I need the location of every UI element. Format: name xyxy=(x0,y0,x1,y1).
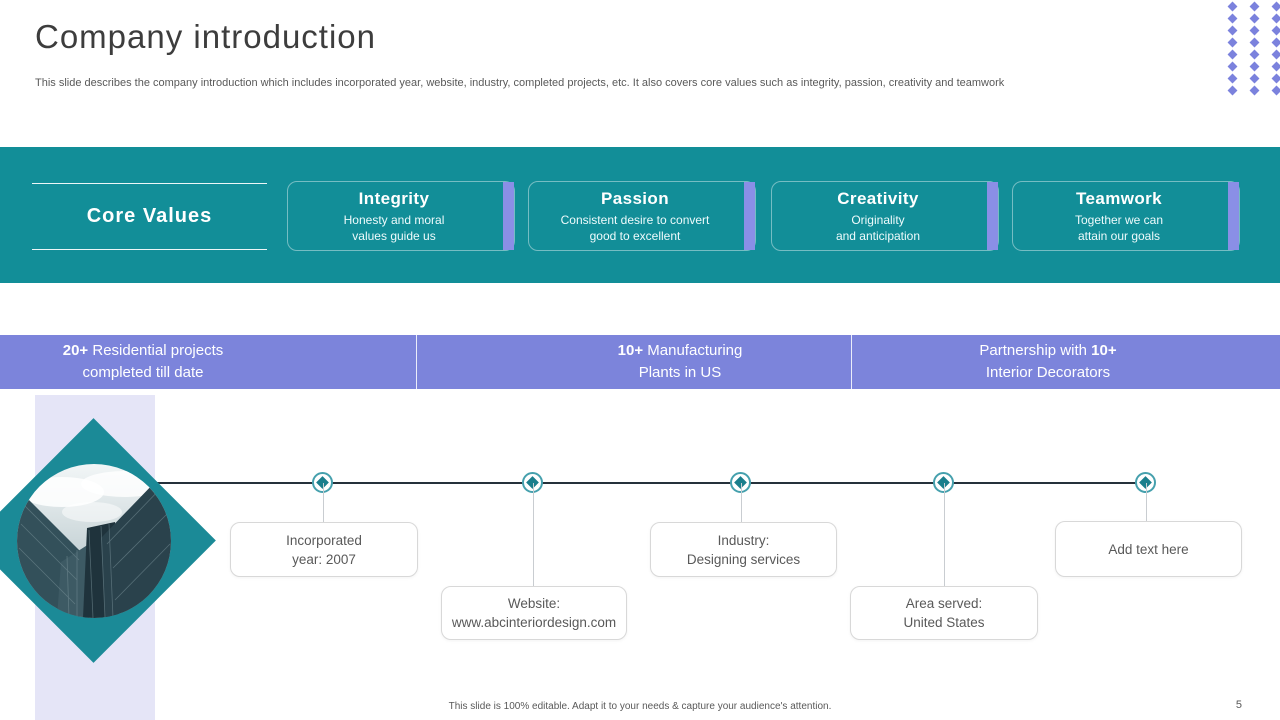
accent-bar xyxy=(1228,182,1239,250)
slide-subtitle: This slide describes the company introdu… xyxy=(35,77,1005,89)
diamond-dot-icon xyxy=(1249,13,1260,24)
core-value-desc: Together we can attain our goals xyxy=(1074,212,1164,243)
timeline-card-line: Industry: xyxy=(717,532,770,548)
timeline-connector xyxy=(741,483,742,522)
stats-band: 20+ Residential projects completed till … xyxy=(0,335,1280,389)
diamond-dot-icon xyxy=(1227,49,1238,60)
diamond-dot-icon xyxy=(1227,73,1238,84)
timeline-node-icon xyxy=(312,472,333,493)
diamond-dot-icon xyxy=(1271,85,1280,96)
diamond-dot-icon xyxy=(1271,1,1280,12)
diamond-dot-icon xyxy=(1271,25,1280,36)
diamond-dot-icon xyxy=(1227,61,1238,72)
core-value-card-teamwork[interactable]: Teamwork Together we can attain our goal… xyxy=(1012,181,1240,251)
timeline-card-line: United States xyxy=(903,615,985,630)
timeline-node-icon xyxy=(1135,472,1156,493)
diamond-dot-icon xyxy=(1227,25,1238,36)
accent-bar xyxy=(503,182,514,250)
core-value-title: Teamwork xyxy=(1075,188,1163,208)
diamond-dot-icon xyxy=(1249,73,1260,84)
stat-line: Plants in US xyxy=(638,364,722,381)
stat-line: completed till date xyxy=(82,364,204,381)
timeline-card-line: year: 2007 xyxy=(292,551,356,567)
core-values-heading-box: Core Values xyxy=(32,183,267,249)
page-title: Company introduction xyxy=(35,18,377,55)
timeline-axis xyxy=(157,482,1146,484)
core-value-title: Integrity xyxy=(358,188,430,208)
timeline-card-incorporated-year[interactable]: Incorporated year: 2007 xyxy=(230,522,418,577)
timeline-card-area-served[interactable]: Area served: United States xyxy=(850,586,1038,640)
diamond-dot-icon xyxy=(1271,61,1280,72)
core-values-heading: Core Values xyxy=(86,204,213,227)
timeline-node-icon xyxy=(933,472,954,493)
timeline-connector xyxy=(323,483,324,522)
stat-manufacturing-plants[interactable]: 10+ Manufacturing Plants in US xyxy=(417,335,852,389)
timeline-card-add-text[interactable]: Add text here xyxy=(1055,521,1242,577)
diamond-dot-icon xyxy=(1271,37,1280,48)
core-value-card-creativity[interactable]: Creativity Originality and anticipation xyxy=(771,181,999,251)
timeline-card-industry[interactable]: Industry: Designing services xyxy=(650,522,837,577)
timeline-card-line: www.abcinteriordesign.com xyxy=(451,615,617,630)
core-value-title: Creativity xyxy=(837,188,919,208)
diamond-dot-icon xyxy=(1249,1,1260,12)
diamond-dot-icon xyxy=(1249,85,1260,96)
stat-interior-decorators[interactable]: Partnership with 10+ Interior Decorators xyxy=(852,335,1280,389)
core-value-card-integrity[interactable]: Integrity Honesty and moral values guide… xyxy=(287,181,515,251)
stat-line: 20+ Residential projects xyxy=(62,342,224,359)
diamond-dot-icon xyxy=(1249,37,1260,48)
timeline-connector xyxy=(533,483,534,587)
stat-line: Interior Decorators xyxy=(985,364,1111,381)
diamond-dot-icon xyxy=(1271,73,1280,84)
page-number: 5 xyxy=(1235,699,1242,711)
timeline-card-line: Website: xyxy=(507,596,561,611)
timeline-connector xyxy=(1146,483,1147,521)
diamond-dot-icon xyxy=(1227,13,1238,24)
diamond-dot-icon xyxy=(1249,49,1260,60)
footer-note: This slide is 100% editable. Adapt it to… xyxy=(448,701,832,712)
diamond-dot-icon xyxy=(1249,25,1260,36)
core-value-desc: Honesty and moral values guide us xyxy=(343,212,445,243)
dots-pattern xyxy=(1227,1,1280,96)
core-value-desc: Consistent desire to convert good to exc… xyxy=(560,212,710,243)
core-values-band: Core Values Integrity Honesty and moral … xyxy=(0,147,1280,283)
core-value-card-passion[interactable]: Passion Consistent desire to convert goo… xyxy=(528,181,756,251)
diamond-dot-icon xyxy=(1271,49,1280,60)
timeline-card-line: Area served: xyxy=(905,596,983,611)
core-values-divider-top xyxy=(32,183,267,184)
diamond-dot-icon xyxy=(1227,1,1238,12)
diamond-dot-icon xyxy=(1271,13,1280,24)
accent-bar xyxy=(744,182,755,250)
accent-bar xyxy=(987,182,998,250)
stat-line: 10+ Manufacturing xyxy=(617,342,743,359)
diamond-dot-icon xyxy=(1227,37,1238,48)
timeline-card-line: Incorporated xyxy=(286,532,362,548)
building-photo xyxy=(17,464,171,618)
stat-residential-projects[interactable]: 20+ Residential projects completed till … xyxy=(0,335,417,389)
timeline-card-line: Add text here xyxy=(1108,541,1189,557)
skyscraper-image xyxy=(17,464,171,618)
core-value-desc: Originality and anticipation xyxy=(835,212,921,243)
stat-line: Partnership with 10+ xyxy=(979,342,1117,359)
timeline-card-website[interactable]: Website: www.abcinteriordesign.com xyxy=(441,586,627,640)
core-value-title: Passion xyxy=(601,188,669,208)
diamond-dot-icon xyxy=(1249,61,1260,72)
timeline-node-icon xyxy=(730,472,751,493)
core-values-divider-bottom xyxy=(32,249,267,250)
timeline-card-line: Designing services xyxy=(686,551,801,567)
timeline-node-icon xyxy=(522,472,543,493)
timeline-connector xyxy=(944,483,945,587)
diamond-dot-icon xyxy=(1227,85,1238,96)
